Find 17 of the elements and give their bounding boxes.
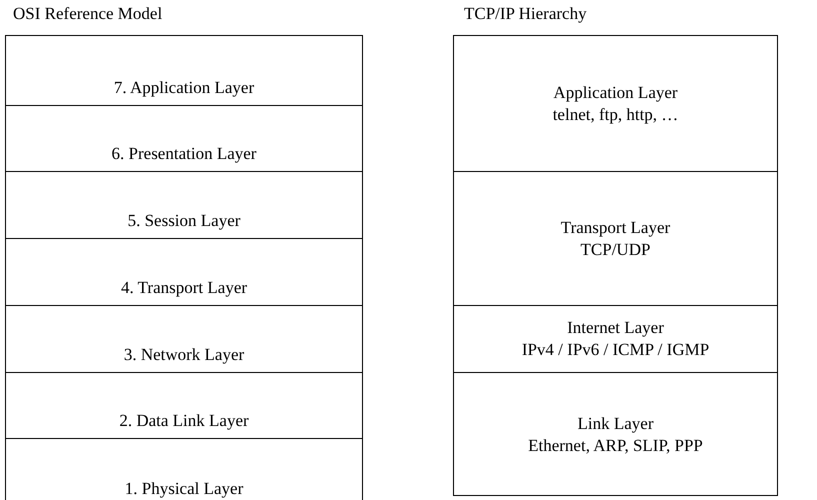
layer-name: Internet Layer (567, 317, 664, 339)
layer-name: 4. Transport Layer (120, 277, 248, 299)
layer-name: 1. Physical Layer (124, 478, 244, 500)
layer-name: 3. Network Layer (124, 344, 244, 366)
protocol-list: telnet, ftp, http, … (552, 104, 678, 126)
layer-name: 7. Application Layer (114, 77, 254, 99)
layer-name: Transport Layer (560, 216, 670, 238)
layer-name: 5. Session Layer (128, 210, 240, 232)
layer-name: 2. Data Link Layer (119, 410, 249, 432)
layer-name: 6. Presentation Layer (112, 143, 256, 165)
stack-heading: OSI Reference Model (13, 4, 162, 24)
protocol-list: TCP/UDP (580, 238, 650, 260)
stack-heading: TCP/IP Hierarchy (464, 4, 587, 24)
layer-name: Application Layer (553, 82, 678, 104)
protocol-list: IPv4 / IPv6 / ICMP / IGMP (522, 339, 710, 361)
layer-name: Link Layer (578, 413, 654, 435)
protocol-list: Ethernet, ARP, SLIP, PPP (528, 435, 703, 457)
